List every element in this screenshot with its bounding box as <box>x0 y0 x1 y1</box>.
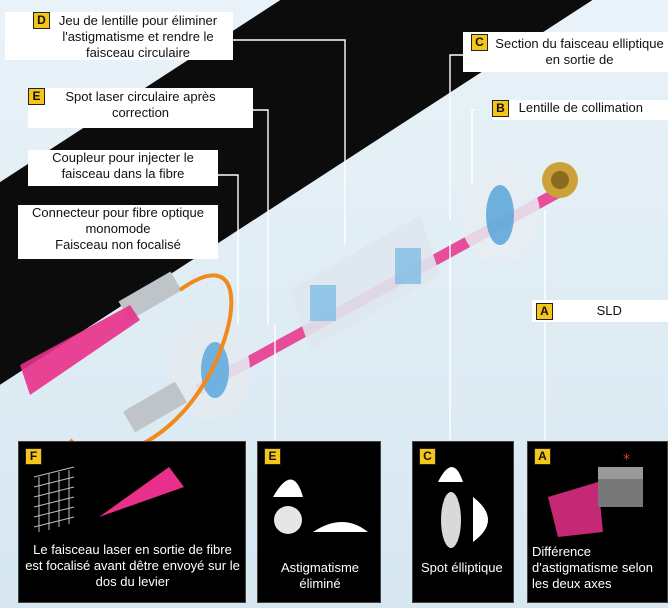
leader-lines <box>215 39 546 440</box>
label-sld-text: SLD <box>596 303 622 318</box>
label-connector: Connecteur pour fibre optique monomode F… <box>18 205 218 259</box>
label-collimation-lens-text: Lentille de collimation <box>518 100 643 115</box>
label-elliptic-section-text: Section du faisceau elliptique en sortie… <box>495 36 664 67</box>
panel-f: F Le faisceau laser en sortie de fibre e… <box>18 441 246 603</box>
panel-c: C Spot élliptique <box>412 441 514 603</box>
anamorphic-lens-set <box>290 215 440 350</box>
label-connector-text: Connecteur pour fibre optique monomode <box>31 205 204 236</box>
panel-a-badge: A <box>534 448 551 465</box>
panel-e-graphic <box>273 479 368 534</box>
panel-f-badge: F <box>25 448 42 465</box>
label-unfocused: Faisceau non focalisé <box>55 237 181 252</box>
panel-e-text: Astigmatisme éliminé <box>280 560 360 591</box>
panel-f-graphic <box>33 466 184 532</box>
panel-e: E Astigmatisme éliminé <box>257 441 381 603</box>
fiber-connector <box>20 271 234 456</box>
panel-f-text: Le faisceau laser en sortie de fibre est… <box>25 542 240 589</box>
label-elliptic-section: C Section du faisceau elliptique en sort… <box>463 32 668 72</box>
panel-c-text: Spot élliptique <box>421 560 503 575</box>
panel-a-graphic: * <box>548 452 643 537</box>
badge-b: B <box>492 100 509 117</box>
badge-a: A <box>536 303 553 320</box>
panel-c-graphic <box>438 467 488 548</box>
focused-beam <box>99 467 184 517</box>
unfocused-beam <box>20 305 140 395</box>
badge-e: E <box>28 88 45 105</box>
label-circular-spot: E Spot laser circulaire après correction <box>28 88 253 128</box>
label-collimation-lens: B Lentille de collimation <box>492 100 668 120</box>
svg-text:*: * <box>623 452 630 468</box>
panel-a: A * Différence d'astigmatisme selon les … <box>527 441 668 603</box>
panel-c-badge: C <box>419 448 436 465</box>
label-sld: A SLD <box>532 300 668 322</box>
label-lens-set-text: Jeu de lentille pour éliminer l'astigmat… <box>58 13 218 60</box>
grid-target <box>33 466 75 532</box>
label-circular-spot-text: Spot laser circulaire après correction <box>65 89 216 120</box>
label-lens-set: D Jeu de lentille pour éliminer l'astigm… <box>5 12 233 60</box>
panel-e-badge: E <box>264 448 281 465</box>
panel-a-text: Différence d'astigmatisme selon les deux… <box>532 544 653 591</box>
badge-c: C <box>471 34 488 51</box>
sld-diode <box>542 162 578 198</box>
label-coupler: Coupleur pour injecter le faisceau dans … <box>28 150 218 186</box>
badge-d: D <box>33 12 50 29</box>
